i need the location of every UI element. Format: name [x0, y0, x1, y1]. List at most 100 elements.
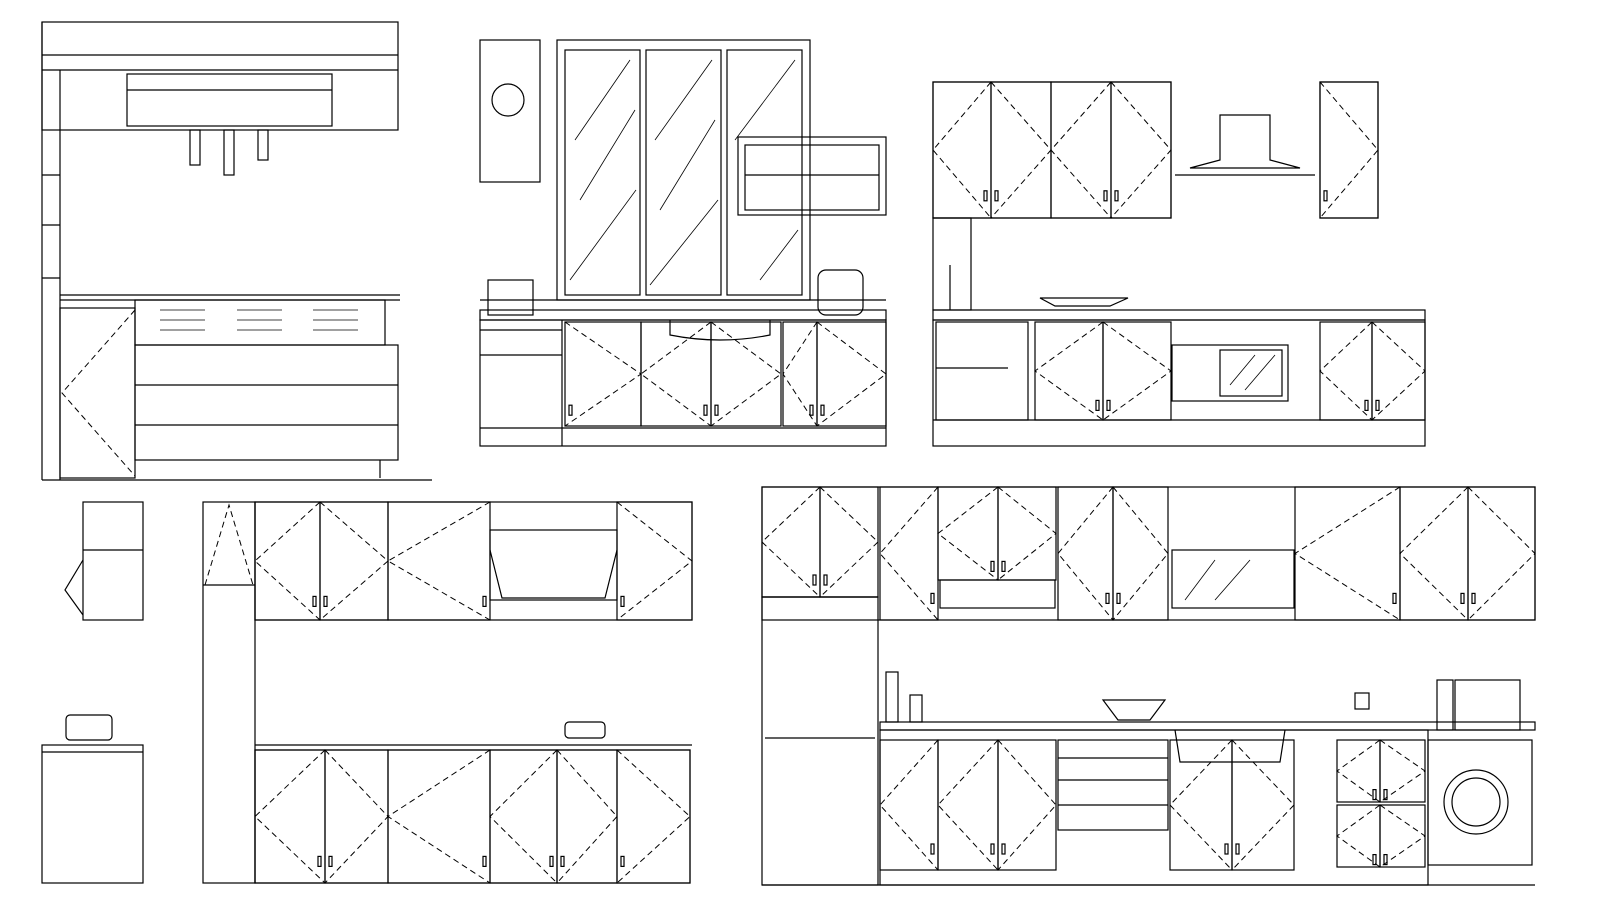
- l-kitchen-elevation: [202, 501, 693, 884]
- door-handle: [820, 404, 825, 416]
- dish-rack-cabinet: [737, 136, 887, 216]
- door-swing-lines: [1336, 739, 1381, 803]
- door-handle: [1392, 592, 1397, 605]
- door-swing-lines: [1399, 486, 1469, 621]
- cabinet-door: [997, 486, 1057, 581]
- cabinet-door: [879, 486, 939, 621]
- cabinet-door: [254, 501, 321, 621]
- cabinet-door: [1050, 81, 1112, 219]
- door-handle: [1105, 592, 1110, 605]
- power-outlet: [1354, 692, 1370, 710]
- range-hood: [1189, 114, 1301, 169]
- door-handle: [1095, 399, 1100, 411]
- cabinet-door: [932, 81, 992, 219]
- door-swing-lines: [1336, 804, 1381, 868]
- door-handle: [1116, 592, 1121, 605]
- door-swing-lines: [1319, 321, 1373, 421]
- cabinet-door: [997, 739, 1057, 871]
- door-swing-lines: [254, 749, 326, 884]
- door-handle: [994, 190, 999, 202]
- door-swing-lines: [782, 321, 818, 427]
- door-handle: [328, 855, 333, 868]
- door-handle: [714, 404, 719, 416]
- door-handle: [620, 855, 625, 868]
- cabinet-door: [1319, 81, 1379, 219]
- door-swing-lines: [997, 486, 1057, 581]
- door-handle: [1375, 399, 1380, 411]
- cabinet-door: [937, 739, 999, 871]
- door-swing-lines: [1231, 739, 1295, 871]
- door-swing-lines: [932, 81, 992, 219]
- door-handle: [1235, 843, 1240, 855]
- door-handle: [1323, 190, 1328, 202]
- door-handle: [560, 855, 565, 868]
- door-handle: [1001, 560, 1006, 573]
- cabinet-door: [1112, 486, 1169, 621]
- door-swing-lines: [1319, 81, 1379, 219]
- door-handle: [312, 595, 317, 608]
- door-swing-lines: [1467, 486, 1536, 621]
- cabinet-door: [710, 321, 782, 427]
- door-swing-lines: [1110, 81, 1172, 219]
- door-swing-lines: [879, 486, 939, 621]
- cooking-pot: [487, 279, 534, 316]
- door-handle: [1383, 788, 1388, 801]
- drawer-stack: [1057, 739, 1169, 831]
- door-handle: [1372, 788, 1377, 801]
- door-swing-lines: [1112, 486, 1169, 621]
- door-swing-lines: [879, 739, 939, 871]
- door-handle: [1103, 190, 1108, 202]
- cabinet-door: [816, 321, 887, 427]
- door-swing-lines: [556, 749, 618, 884]
- door-swing-lines: [1371, 321, 1426, 421]
- fruit-bowl: [1039, 297, 1129, 307]
- built-in-microwave: [1171, 344, 1289, 402]
- cabinet-door: [1102, 321, 1172, 421]
- door-swing-lines: [937, 486, 999, 581]
- cabinet-door: [819, 486, 879, 598]
- door-swing-lines: [640, 321, 712, 427]
- door-handle: [930, 592, 935, 605]
- cabinet-door: [387, 749, 491, 884]
- door-swing-lines: [990, 81, 1052, 219]
- door-swing-lines: [997, 739, 1057, 871]
- door-swing-lines: [254, 501, 321, 621]
- door-handle: [1224, 843, 1229, 855]
- door-swing-lines: [387, 501, 491, 621]
- cabinet-door: [640, 321, 712, 427]
- door-handle: [823, 574, 828, 586]
- door-handle: [568, 404, 573, 416]
- cabinet-door: [324, 749, 389, 884]
- washing-machine: [1427, 739, 1533, 866]
- cabinet-door: [990, 81, 1052, 219]
- cabinet-door: [1110, 81, 1172, 219]
- cabinet-door: [1034, 321, 1104, 421]
- door-swing-lines: [1379, 739, 1426, 803]
- cabinet-door: [254, 749, 326, 884]
- microwave: [1454, 679, 1521, 731]
- frying-pan: [564, 721, 606, 739]
- cooking-pot: [65, 714, 113, 741]
- door-handle: [703, 404, 708, 416]
- door-swing-lines: [937, 739, 999, 871]
- door-swing-lines: [489, 749, 558, 884]
- door-swing-lines: [1294, 486, 1401, 621]
- cabinet-door: [387, 501, 491, 621]
- door-handle: [809, 404, 814, 416]
- door-handle: [983, 190, 988, 202]
- fridge-side: [64, 501, 144, 621]
- door-swing-lines: [616, 749, 691, 884]
- window-sink-elevation: [479, 39, 887, 447]
- cabinet-door: [761, 486, 821, 598]
- sink: [1174, 729, 1286, 763]
- cabinet-door: [879, 739, 939, 871]
- door-swing-lines: [816, 321, 887, 427]
- bottle: [885, 671, 899, 723]
- door-handle: [549, 855, 554, 868]
- island-elevation: [41, 21, 432, 481]
- cabinet-door: [489, 749, 558, 884]
- door-handle: [620, 595, 625, 608]
- door-handle: [812, 574, 817, 586]
- door-swing-lines: [387, 749, 491, 884]
- cabinet-door: [1319, 321, 1373, 421]
